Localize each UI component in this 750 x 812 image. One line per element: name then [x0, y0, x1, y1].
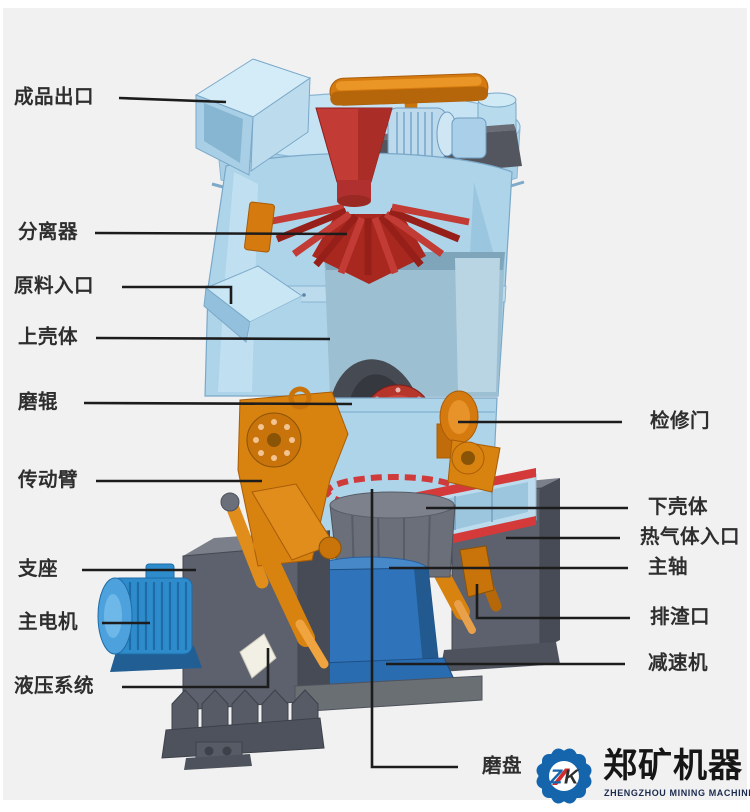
- company-name: 郑矿机器: [603, 747, 743, 785]
- gear-logo-icon: Z K: [536, 748, 592, 804]
- leader-grinding-roller: [83, 401, 353, 406]
- company-logo: Z K 郑矿机器 ZHENGZHOU MINING MACHINERY: [528, 738, 750, 810]
- leader-grinding-table: [370, 489, 458, 769]
- label-drive-arm: 传动臂: [18, 470, 79, 491]
- label-finished-product-outlet: 成品出口: [14, 87, 95, 108]
- logo-letter-k: K: [564, 767, 580, 789]
- drive-arm-part: [220, 386, 349, 679]
- label-separator: 分离器: [18, 222, 79, 243]
- leader-raw-material-inlet: [122, 285, 233, 304]
- label-raw-material-inlet: 原料入口: [14, 276, 95, 297]
- label-support-pedestal: 支座: [18, 559, 59, 580]
- label-upper-shell: 上壳体: [18, 327, 79, 348]
- company-name-en: ZHENGZHOU MINING MACHINERY: [604, 788, 750, 798]
- main-motor-part: [97, 563, 202, 672]
- label-main-shaft: 主轴: [648, 557, 689, 578]
- logo-letter-z: Z: [549, 767, 563, 789]
- label-grinding-roller: 磨辊: [18, 392, 59, 413]
- inspection-door-part: [436, 390, 479, 459]
- leader-hydraulic-system: [122, 648, 270, 689]
- leader-lines: [82, 96, 630, 769]
- leader-finished-product-outlet: [118, 96, 227, 104]
- label-lower-shell: 下壳体: [648, 497, 709, 518]
- label-inspection-door: 检修门: [650, 411, 711, 432]
- label-reducer: 减速机: [648, 653, 709, 674]
- leader-separator: [94, 231, 348, 236]
- side-door: [244, 201, 275, 253]
- label-slag-discharge: 排渣口: [650, 607, 711, 628]
- label-main-motor: 主电机: [18, 612, 79, 633]
- label-hot-gas-inlet: 热气体入口: [640, 527, 741, 548]
- leader-upper-shell: [95, 336, 331, 341]
- feed-chute: [203, 265, 303, 343]
- label-hydraulic-system: 液压系统: [14, 676, 95, 697]
- base-frame: [161, 675, 483, 770]
- leader-slag-discharge: [475, 584, 630, 620]
- label-grinding-table: 磨盘: [482, 756, 523, 777]
